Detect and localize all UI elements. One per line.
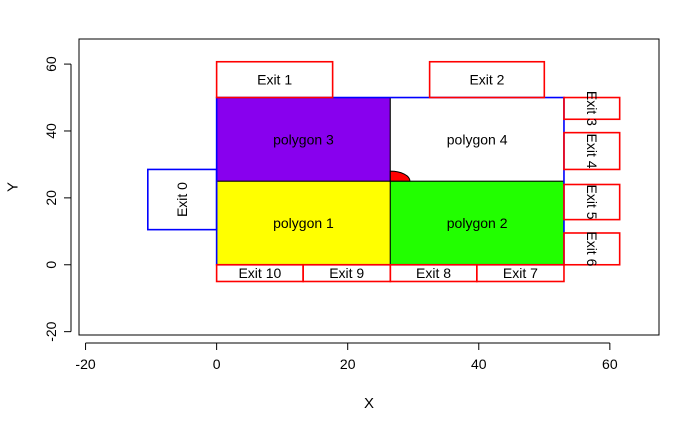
semicircle-marker xyxy=(389,170,411,182)
x-tick-label: 20 xyxy=(340,356,356,372)
exit-7-label: Exit 7 xyxy=(503,265,538,281)
exit-6-box xyxy=(563,232,621,266)
x-axis-title: X xyxy=(364,395,374,412)
x-tick-label: 0 xyxy=(213,356,221,372)
x-tick-label: 40 xyxy=(471,356,487,372)
exit-0-label: Exit 0 xyxy=(174,182,190,217)
y-tick-label: 40 xyxy=(43,123,59,139)
exit-4-box xyxy=(563,131,621,171)
exit-5-label: Exit 5 xyxy=(584,185,600,220)
exit-6-label: Exit 6 xyxy=(584,231,600,266)
x-tick-label: -20 xyxy=(75,356,95,372)
y-tick-label: -20 xyxy=(43,321,59,341)
exit-10-label: Exit 10 xyxy=(238,265,281,281)
polygon-label-4: polygon 4 xyxy=(447,131,508,147)
exit-9-label: Exit 9 xyxy=(329,265,364,281)
polygon-label-1: polygon 1 xyxy=(273,215,334,231)
y-tick-label: 0 xyxy=(43,261,59,269)
exit-0-box xyxy=(147,168,218,231)
polygon-1 xyxy=(216,180,391,266)
exit-5-box xyxy=(563,183,621,221)
axes-layer: -20 0 20 40 60 -20 0 20 40 60 xyxy=(43,56,618,372)
exit-4-label: Exit 4 xyxy=(584,134,600,169)
y-tick-label: 60 xyxy=(43,56,59,72)
polygon-label-2: polygon 2 xyxy=(447,215,508,231)
x-tick-label: 60 xyxy=(602,356,618,372)
exit-2-box xyxy=(428,60,546,99)
polygon-4 xyxy=(389,97,565,182)
exit-7-box xyxy=(476,263,565,283)
exit-8-label: Exit 8 xyxy=(416,265,451,281)
label-layer: polygon 1 polygon 2 polygon 3 polygon 4 Exit… xyxy=(174,72,600,281)
exit-2-label: Exit 2 xyxy=(469,72,504,88)
exit-1-label: Exit 1 xyxy=(257,72,292,88)
polygon-2 xyxy=(389,180,565,266)
exit-1-box xyxy=(215,60,334,99)
exit-3-label: Exit 3 xyxy=(584,91,600,126)
y-tick-label: 20 xyxy=(43,190,59,206)
polygon-label-3: polygon 3 xyxy=(273,131,334,147)
shape-layer xyxy=(147,60,621,283)
exit-3-box xyxy=(563,96,621,121)
plot-frame xyxy=(78,38,660,336)
y-axis-title: Y xyxy=(5,182,22,192)
